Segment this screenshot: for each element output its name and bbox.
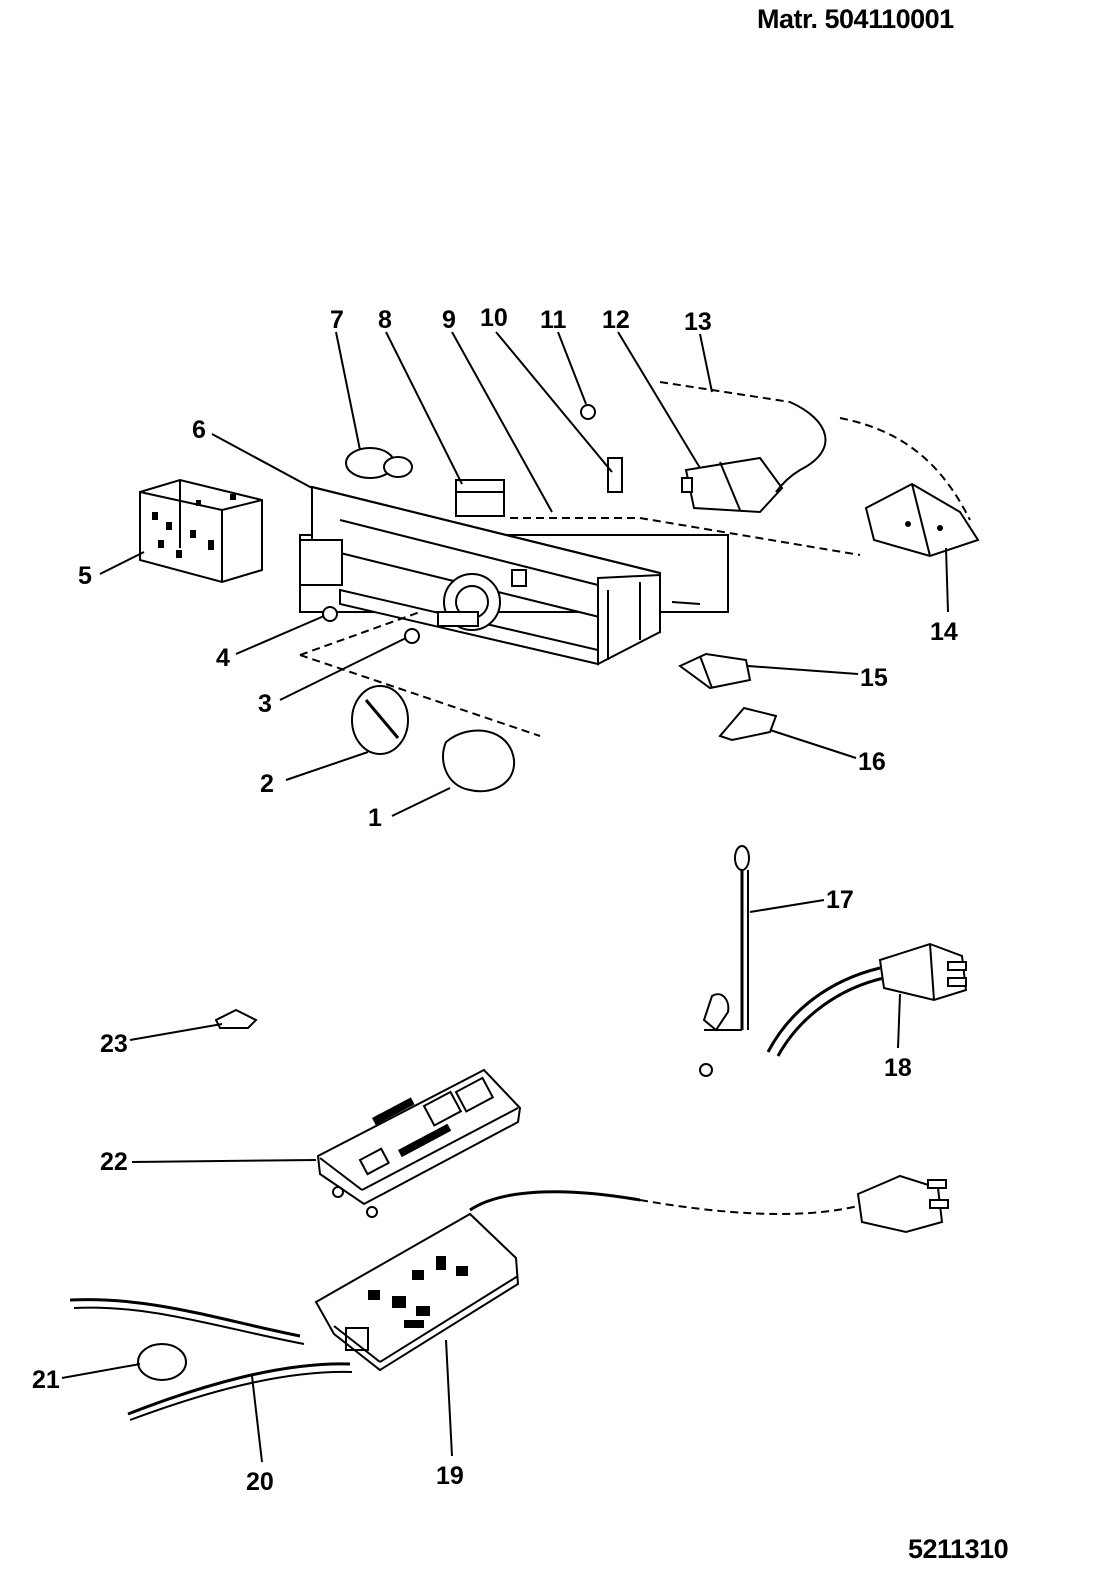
- callout-10: 10: [480, 304, 508, 332]
- callout-8: 8: [378, 306, 392, 334]
- power-board-part: [69, 1008, 949, 1421]
- callout-2: 2: [260, 770, 274, 798]
- callout-9: 9: [442, 306, 456, 334]
- callout-19: 19: [436, 1462, 464, 1490]
- callout-22: 22: [100, 1148, 128, 1176]
- callout-21: 21: [32, 1366, 60, 1394]
- callout-4: 4: [216, 644, 230, 672]
- callout-17: 17: [826, 886, 854, 914]
- callout-5: 5: [78, 562, 92, 590]
- callout-1: 1: [368, 804, 382, 832]
- callout-20: 20: [246, 1468, 274, 1496]
- callout-7: 7: [330, 306, 344, 334]
- callout-14: 14: [930, 618, 958, 646]
- callout-23: 23: [100, 1030, 128, 1058]
- leader-lines: [61, 331, 949, 1463]
- callout-12: 12: [602, 306, 630, 334]
- callout-6: 6: [192, 416, 206, 444]
- circuit-board-part: [316, 1068, 522, 1218]
- drawing-code-label: 5211310: [908, 1534, 1009, 1564]
- callout-labels: 1 2 3 4 5 6 7 8 9 10 11 12 13 14 15 16 1…: [32, 304, 958, 1496]
- control-panel-part: [299, 485, 861, 666]
- callout-3: 3: [258, 690, 272, 718]
- callout-16: 16: [858, 748, 886, 776]
- serial-number-label: Matr. 504110001: [757, 4, 954, 34]
- knob-parts: [299, 606, 778, 793]
- terminal-block-part: [139, 478, 263, 584]
- small-parts-top: [345, 381, 980, 558]
- callout-18: 18: [884, 1054, 912, 1082]
- callout-15: 15: [860, 664, 888, 692]
- callout-13: 13: [684, 308, 712, 336]
- callout-11: 11: [540, 306, 567, 334]
- sensor-and-cord-parts: [699, 845, 968, 1077]
